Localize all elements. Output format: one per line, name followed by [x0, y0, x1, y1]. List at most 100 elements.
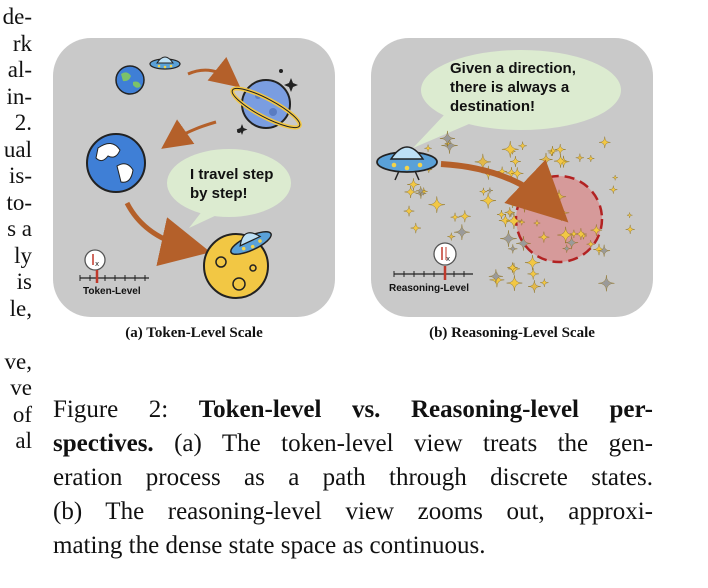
sparkle-icon [598, 244, 611, 257]
sparkle-icon [609, 185, 618, 194]
svg-text:x: x [446, 255, 450, 263]
svg-text:x: x [95, 260, 99, 268]
small-ufo-icon [149, 56, 181, 70]
sparkle-icon [524, 255, 541, 271]
sparkle-icon [540, 278, 549, 287]
bubble-text-line: I travel step [190, 166, 273, 183]
caption-line-1: Figure 2: Token-level vs. Reasoning-leve… [53, 393, 653, 427]
sparkle-icon [506, 275, 523, 291]
sparkle-icon [553, 154, 568, 168]
sparkle-icon [575, 153, 585, 162]
sparkle-icon [598, 275, 615, 292]
sparkle-icon [587, 155, 595, 162]
margin-line: rk [12, 30, 32, 56]
caption-line-5: mating the dense state space as continuo… [53, 532, 486, 559]
sparkle-icon [533, 219, 541, 227]
ufo-icon [376, 146, 438, 181]
left-column-fragments: de- rk al- in- 2. ual is- to- s a ly is … [0, 4, 32, 455]
sparkle-icon [538, 231, 550, 243]
scale-label: Reasoning-Level [389, 283, 469, 294]
token-level-illustration: I travel step by step! x [79, 56, 302, 299]
sparkle-icon [407, 178, 420, 191]
margin-line: ve, [4, 348, 32, 374]
sparkle-icon [612, 175, 618, 181]
subcaption-b: (b) Reasoning-Level Scale [429, 325, 595, 341]
small-earth-icon [115, 65, 145, 95]
sparkle-icon [403, 205, 415, 217]
sparkle-icon [479, 187, 488, 196]
sparkle-icon [626, 212, 633, 218]
path-arrow-1 [187, 57, 241, 88]
sparkle-icon [439, 130, 455, 146]
subcaption-a: (a) Token-Level Scale [125, 325, 263, 341]
ufo-icon [230, 230, 272, 256]
sparkle-icon [554, 143, 566, 155]
sparkle-icon [488, 269, 503, 284]
sparkle-icon [496, 210, 506, 219]
sparkle-icon [447, 232, 456, 241]
sparkle-icon [528, 280, 541, 293]
caption-title-part-2: spectives. [53, 430, 154, 457]
bubble-text-line: there is always a [450, 79, 570, 96]
caption-line-2: spectives. (a) The token-level view trea… [53, 427, 653, 461]
margin-line [0, 322, 32, 349]
reasoning-level-panel: Given a direction, there is always a des… [371, 38, 653, 317]
margin-line: to- [6, 189, 32, 215]
margin-line: ve [10, 375, 32, 400]
speech-bubble: I travel step by step! [167, 149, 291, 228]
ringed-planet-icon [230, 79, 302, 130]
margin-line: al [15, 428, 32, 453]
sparkle-icon [548, 149, 555, 156]
sparkle-icon [428, 196, 446, 213]
sparkle-icon [508, 244, 518, 254]
sparkle-icon [625, 224, 635, 234]
sparkle-icon [547, 146, 558, 156]
sparkle-icon [500, 230, 517, 247]
sparkle-icon [510, 156, 521, 167]
caption-line-3: eration process as a path through discre… [53, 464, 653, 491]
sparkle-icon [458, 210, 471, 223]
sparkle-icon [565, 236, 579, 250]
margin-line: ual [3, 136, 32, 162]
sparkle-icon [486, 187, 493, 194]
sparkle-icon [424, 144, 432, 152]
sparkle-icon [450, 212, 460, 222]
margin-line: al- [7, 57, 32, 82]
sparkle-icon [569, 229, 579, 238]
sparkle-icon [504, 207, 515, 218]
sparkle-icon [599, 136, 611, 149]
sparkle-icon [480, 192, 497, 209]
sparkle-icon [527, 268, 539, 280]
sparkle-icon [410, 222, 421, 234]
caption-line-4: (b) The reasoning-level view zooms out, … [53, 498, 653, 525]
caption-label: Figure 2: [53, 396, 169, 423]
sparkle-icon [501, 140, 519, 158]
sparkle-icon [236, 69, 298, 135]
bubble-text-line: Given a direction, [450, 60, 576, 77]
token-level-panel: I travel step by step! x [53, 38, 335, 317]
bubble-text-line: destination! [450, 98, 535, 115]
trajectory-arrow [440, 159, 569, 223]
path-arrow-2 [161, 119, 217, 149]
sparkle-icon [516, 236, 531, 251]
scale-label: Token-Level [83, 286, 141, 297]
margin-line: is- [9, 163, 32, 188]
sparkle-icon [539, 152, 553, 167]
margin-line: in- [6, 83, 32, 109]
scale-icon: x [393, 242, 473, 280]
sparkle-icon [404, 185, 417, 198]
path-arrow-3 [124, 201, 211, 267]
scale-icon: x [79, 249, 149, 283]
earth-icon [86, 133, 146, 193]
speech-bubble: Given a direction, there is always a des… [413, 50, 621, 148]
figure-caption: Figure 2: Token-level vs. Reasoning-leve… [53, 393, 653, 563]
caption-title-part-1: Token-level vs. Reasoning-level per- [198, 396, 653, 423]
sparkle-icon [562, 244, 571, 253]
caption-text: (a) The token-level view treats the gen- [174, 430, 654, 457]
sparkle-icon [507, 262, 518, 273]
margin-line: ly [14, 242, 32, 268]
sparkle-icon [508, 199, 517, 208]
margin-line: is [16, 269, 32, 294]
margin-line: of [12, 401, 32, 427]
sparkle-icon [454, 224, 470, 241]
